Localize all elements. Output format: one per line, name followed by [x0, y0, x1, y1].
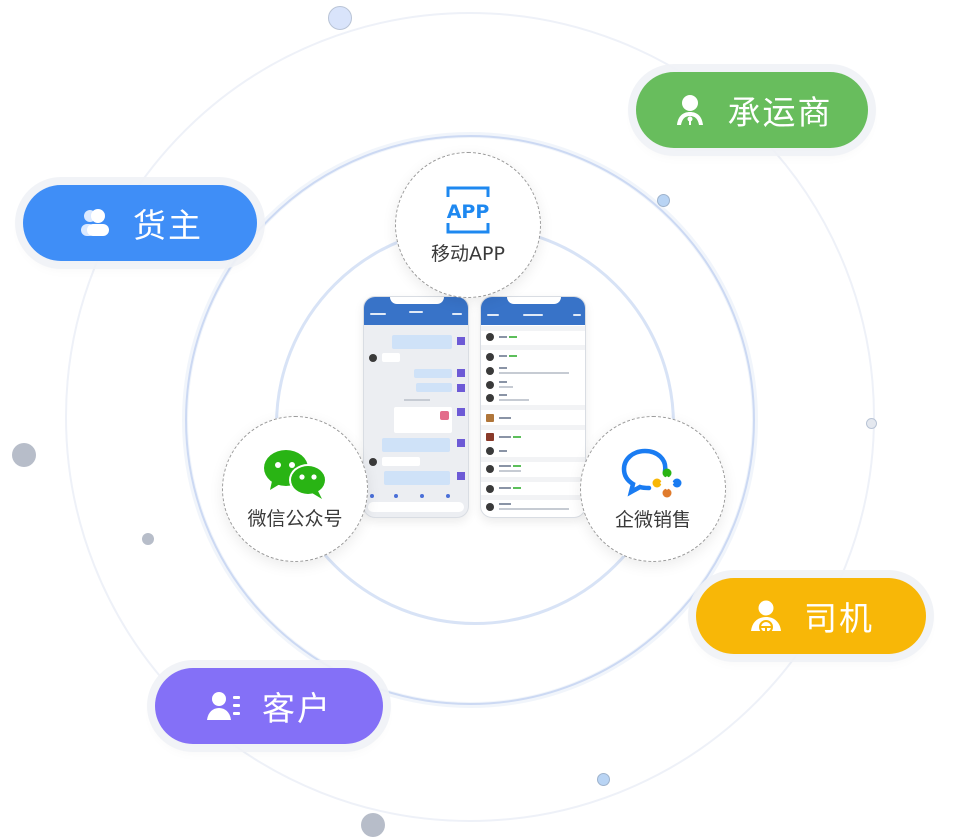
- outer-orbit-ring: [65, 12, 875, 822]
- phone-header: [481, 297, 585, 325]
- middle-orbit-ring: [185, 135, 755, 705]
- orbit-dot: [866, 418, 877, 429]
- driver-icon: [751, 600, 781, 634]
- app-frame-icon: APP: [446, 186, 490, 233]
- role-pill-driver[interactable]: 司机: [696, 578, 926, 654]
- wechat-icon: [264, 449, 327, 499]
- orbit-dot: [657, 194, 670, 207]
- orbit-dot: [142, 533, 154, 545]
- channel-label: 微信公众号: [247, 507, 343, 530]
- contact-card-icon: [207, 692, 240, 720]
- phone-customer-list-screenshot: [480, 296, 586, 518]
- orbit-dot: [328, 6, 352, 30]
- users-icon: [81, 209, 109, 236]
- role-label: 货主: [133, 206, 203, 245]
- person-tie-icon: [676, 95, 703, 125]
- channel-label: 企微销售: [614, 508, 691, 531]
- phone-header: [364, 297, 468, 325]
- orbit-dot: [361, 813, 385, 837]
- orbit-dot: [12, 443, 36, 467]
- wework-icon: [621, 448, 682, 497]
- role-label: 司机: [804, 599, 874, 638]
- role-pill-customer[interactable]: 客户: [155, 668, 383, 744]
- app-icon-text: APP: [447, 201, 490, 223]
- channel-node-app[interactable]: APP 移动APP: [395, 152, 541, 298]
- phone-chat-screenshot: [363, 296, 469, 518]
- channel-node-wechat[interactable]: 微信公众号: [222, 416, 368, 562]
- role-pill-owner[interactable]: 货主: [23, 185, 257, 261]
- role-pill-carrier[interactable]: 承运商: [636, 72, 868, 148]
- channel-label: 移动APP: [431, 242, 505, 265]
- role-label: 客户: [262, 689, 332, 728]
- channel-node-wework[interactable]: 企微销售: [580, 416, 726, 562]
- orbit-dot: [597, 773, 610, 786]
- role-label: 承运商: [727, 93, 833, 132]
